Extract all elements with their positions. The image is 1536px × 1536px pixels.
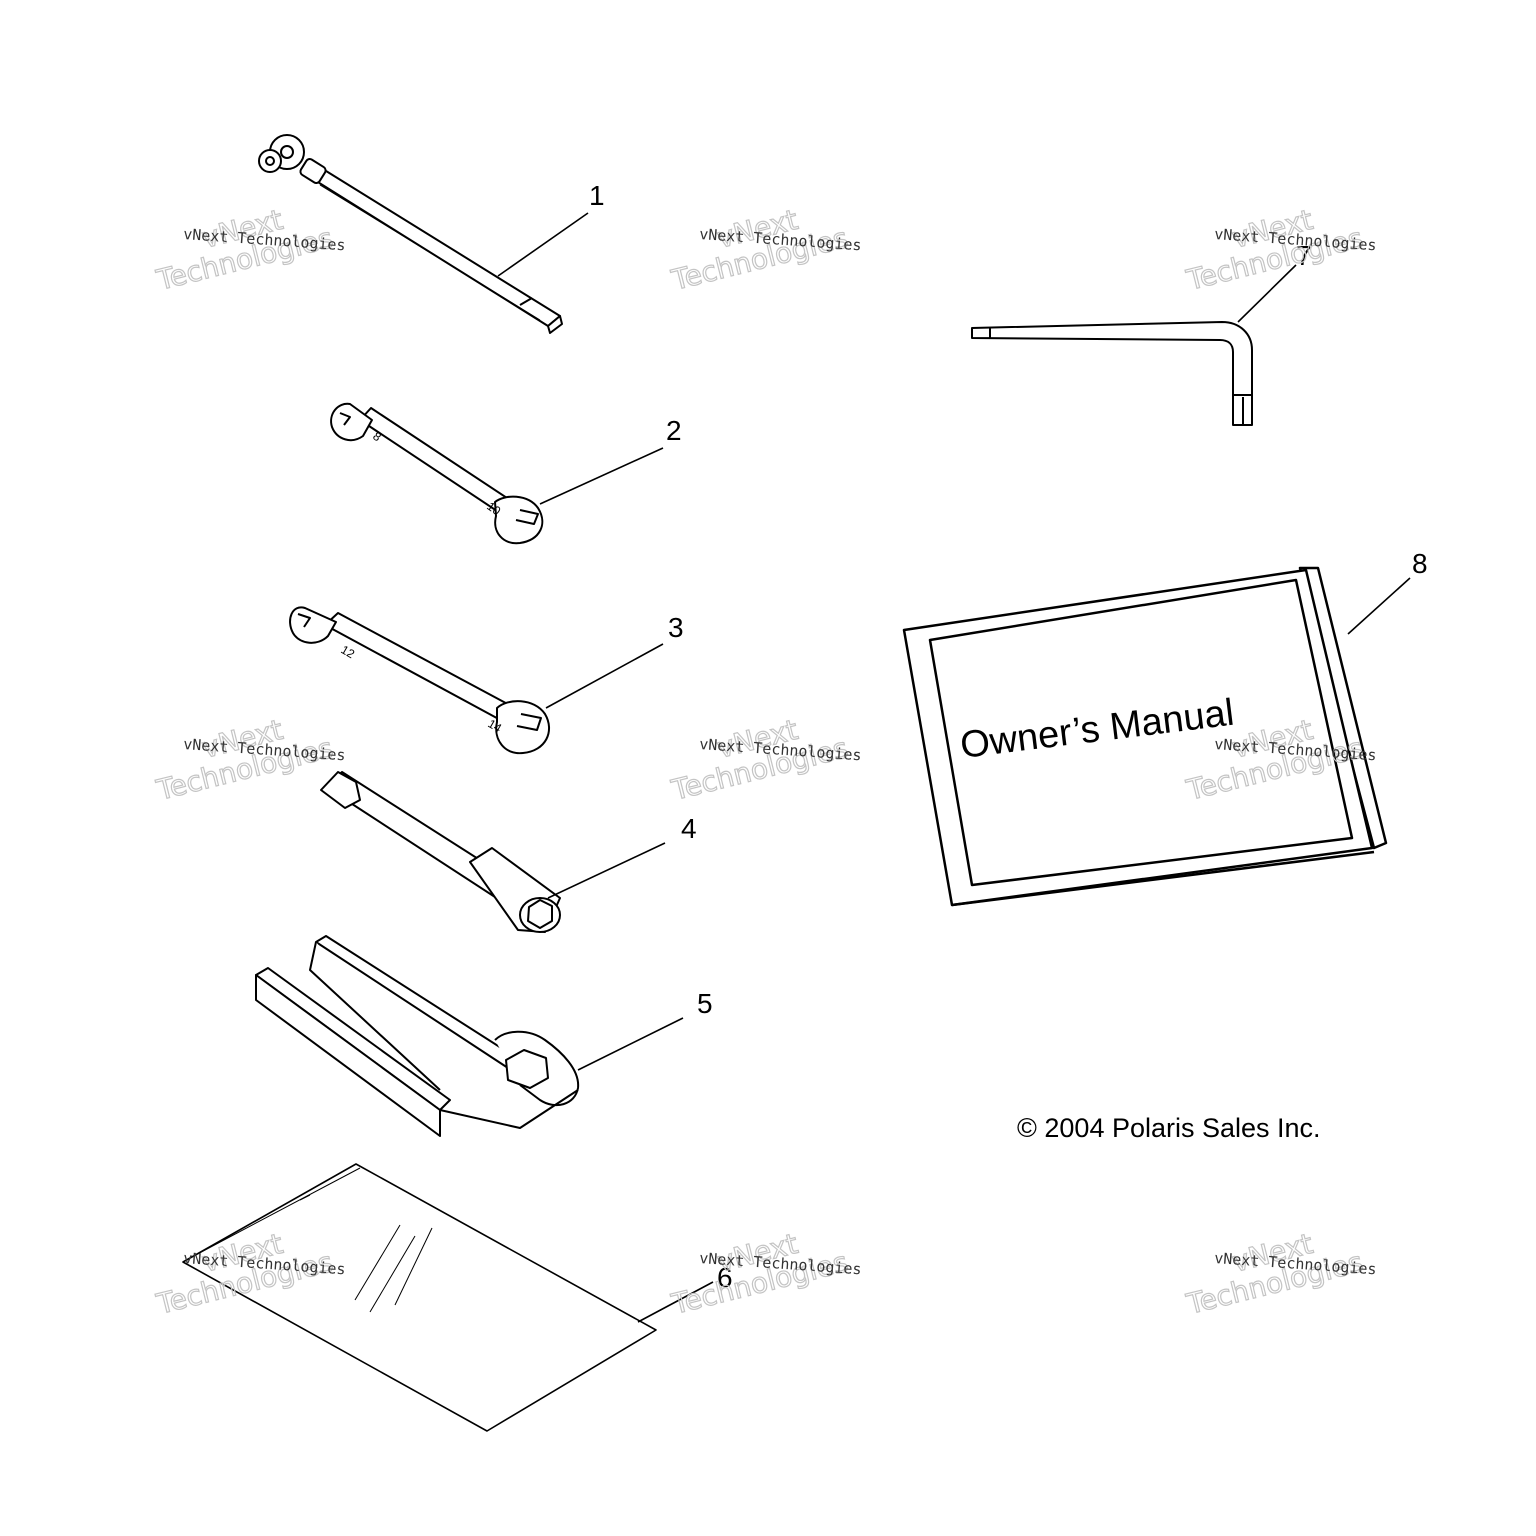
part-6-tool-bag: [182, 1163, 657, 1432]
part-4-spark-plug-socket: [320, 771, 561, 933]
leader-line-1: [497, 212, 589, 277]
watermark-r3c2: vNext Technologies vNext Technologies: [667, 1226, 862, 1321]
part-8-owners-manual: [902, 566, 1388, 907]
part-1-pressure-gauge: [258, 134, 563, 334]
callout-5: 5: [697, 988, 713, 1019]
copyright-text: © 2004 Polaris Sales Inc.: [1017, 1113, 1321, 1143]
watermark-r1c1: vNext Technologies vNext Technologies: [152, 202, 346, 297]
leader-line-8: [1347, 577, 1411, 635]
wrench-mark-8: 8: [370, 429, 384, 444]
part-3-wrench-12-14: [289, 606, 550, 755]
watermark-r1c2: vNext Technologies vNext Technologies: [667, 202, 862, 297]
watermark-r3c3: vNext Technologies vNext Technologies: [1182, 1226, 1377, 1321]
wrench-mark-12: 12: [339, 642, 358, 661]
part-7-hex-key: [971, 321, 1253, 426]
callout-1: 1: [589, 180, 605, 211]
watermark-r3c1: vNext Technologies vNext Technologies: [152, 1226, 346, 1321]
part-5-tool-holder: [255, 935, 580, 1137]
part-2-wrench-8-10: [330, 402, 544, 545]
callout-6: 6: [717, 1262, 733, 1293]
watermark-r2c1: vNext Technologies vNext Technologies: [152, 712, 346, 807]
leader-line-6: [637, 1281, 714, 1323]
callout-8: 8: [1412, 548, 1428, 579]
watermark-r2c2: vNext Technologies vNext Technologies: [667, 712, 862, 807]
watermark-r1c3: vNext Technologies vNext Technologies: [1182, 202, 1377, 297]
callout-2: 2: [666, 415, 682, 446]
leader-line-5: [577, 1017, 684, 1071]
callout-3: 3: [668, 612, 684, 643]
leader-line-7: [1237, 264, 1297, 323]
callout-4: 4: [681, 813, 697, 844]
callout-7: 7: [1296, 240, 1312, 271]
wrench-mark-14: 14: [486, 716, 505, 735]
leader-line-4: [547, 842, 666, 899]
leader-line-2: [539, 447, 664, 505]
leader-line-3: [545, 643, 664, 709]
